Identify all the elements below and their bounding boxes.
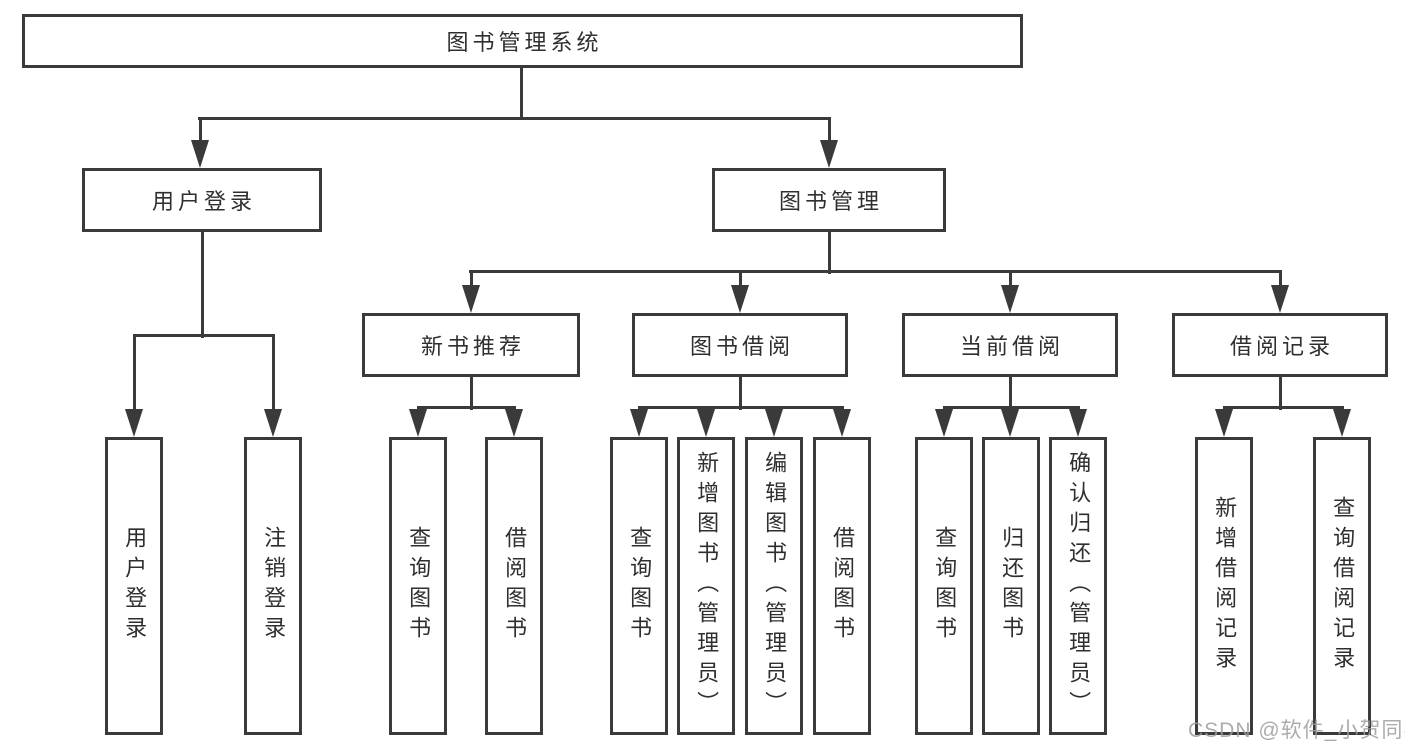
connector-hline [133, 334, 275, 337]
leaf-query-books-current: 查询图书 [915, 437, 973, 735]
arrow-stem [133, 337, 136, 411]
arrowhead-icon [697, 409, 715, 437]
leaf-logout: 注销登录 [244, 437, 302, 735]
arrow-stem [470, 273, 473, 287]
arrowhead-icon [409, 409, 427, 437]
arrow-stem [272, 337, 275, 411]
arrow-stem [828, 120, 831, 142]
leaf-add-books-admin: 新增图书（管理员） [677, 437, 735, 735]
leaf-query-borrow-record-label: 查询借阅记录 [1330, 496, 1356, 676]
connector-hline [198, 117, 831, 120]
leaf-add-borrow-record: 新增借阅记录 [1195, 437, 1253, 735]
connector-vline [828, 232, 831, 274]
arrow-stem [739, 273, 742, 287]
connector-vline [739, 377, 742, 410]
arrowhead-icon [820, 140, 838, 168]
connector-vline [470, 377, 473, 410]
node-user-login: 用户登录 [82, 168, 322, 232]
arrowhead-icon [191, 140, 209, 168]
arrowhead-icon [1271, 285, 1289, 313]
leaf-confirm-return-admin-label: 确认归还（管理员） [1066, 451, 1092, 721]
connector-vline [520, 68, 523, 120]
leaf-query-books-recommend: 查询图书 [389, 437, 447, 735]
arrow-stem [1009, 273, 1012, 287]
connector-hline [943, 406, 1080, 409]
leaf-query-books-current-label: 查询图书 [932, 526, 958, 646]
leaf-confirm-return-admin: 确认归还（管理员） [1049, 437, 1107, 735]
leaf-query-books-recommend-label: 查询图书 [406, 526, 432, 646]
arrowhead-icon [1333, 409, 1351, 437]
connector-vline [1009, 377, 1012, 410]
leaf-logout-label: 注销登录 [261, 526, 287, 646]
node-book-management: 图书管理 [712, 168, 946, 232]
leaf-query-books-borrow: 查询图书 [610, 437, 668, 735]
arrowhead-icon [125, 409, 143, 437]
leaf-borrow-books: 借阅图书 [813, 437, 871, 735]
arrowhead-icon [264, 409, 282, 437]
connector-vline [1279, 377, 1282, 410]
connector-hline [469, 270, 1282, 273]
node-new-book-recommend: 新书推荐 [362, 313, 580, 377]
connector-hline [638, 406, 844, 409]
connector-hline [417, 406, 516, 409]
leaf-add-books-admin-label: 新增图书（管理员） [694, 451, 720, 721]
arrowhead-icon [1069, 409, 1087, 437]
node-library-system: 图书管理系统 [22, 14, 1023, 68]
leaf-query-borrow-record: 查询借阅记录 [1313, 437, 1371, 735]
arrowhead-icon [505, 409, 523, 437]
leaf-borrow-books-recommend: 借阅图书 [485, 437, 543, 735]
watermark: CSDN @软件_小贺同学 [1188, 719, 1405, 742]
leaf-return-books: 归还图书 [982, 437, 1040, 735]
leaf-user-login-label: 用户登录 [122, 526, 148, 646]
arrowhead-icon [935, 409, 953, 437]
arrow-stem [1279, 273, 1282, 287]
node-borrow-records: 借阅记录 [1172, 313, 1388, 377]
leaf-edit-books-admin: 编辑图书（管理员） [745, 437, 803, 735]
arrowhead-icon [462, 285, 480, 313]
connector-hline [1223, 406, 1344, 409]
leaf-edit-books-admin-label: 编辑图书（管理员） [762, 451, 788, 721]
arrowhead-icon [1001, 285, 1019, 313]
leaf-query-books-borrow-label: 查询图书 [627, 526, 653, 646]
leaf-borrow-books-label: 借阅图书 [830, 526, 856, 646]
arrowhead-icon [630, 409, 648, 437]
leaf-add-borrow-record-label: 新增借阅记录 [1212, 496, 1238, 676]
arrowhead-icon [1001, 409, 1019, 437]
leaf-user-login: 用户登录 [105, 437, 163, 735]
arrowhead-icon [765, 409, 783, 437]
arrowhead-icon [731, 285, 749, 313]
arrowhead-icon [833, 409, 851, 437]
connector-vline [201, 232, 204, 338]
arrowhead-icon [1215, 409, 1233, 437]
node-book-borrow: 图书借阅 [632, 313, 848, 377]
leaf-borrow-books-recommend-label: 借阅图书 [502, 526, 528, 646]
node-current-borrow: 当前借阅 [902, 313, 1118, 377]
arrow-stem [199, 120, 202, 142]
leaf-return-books-label: 归还图书 [999, 526, 1025, 646]
